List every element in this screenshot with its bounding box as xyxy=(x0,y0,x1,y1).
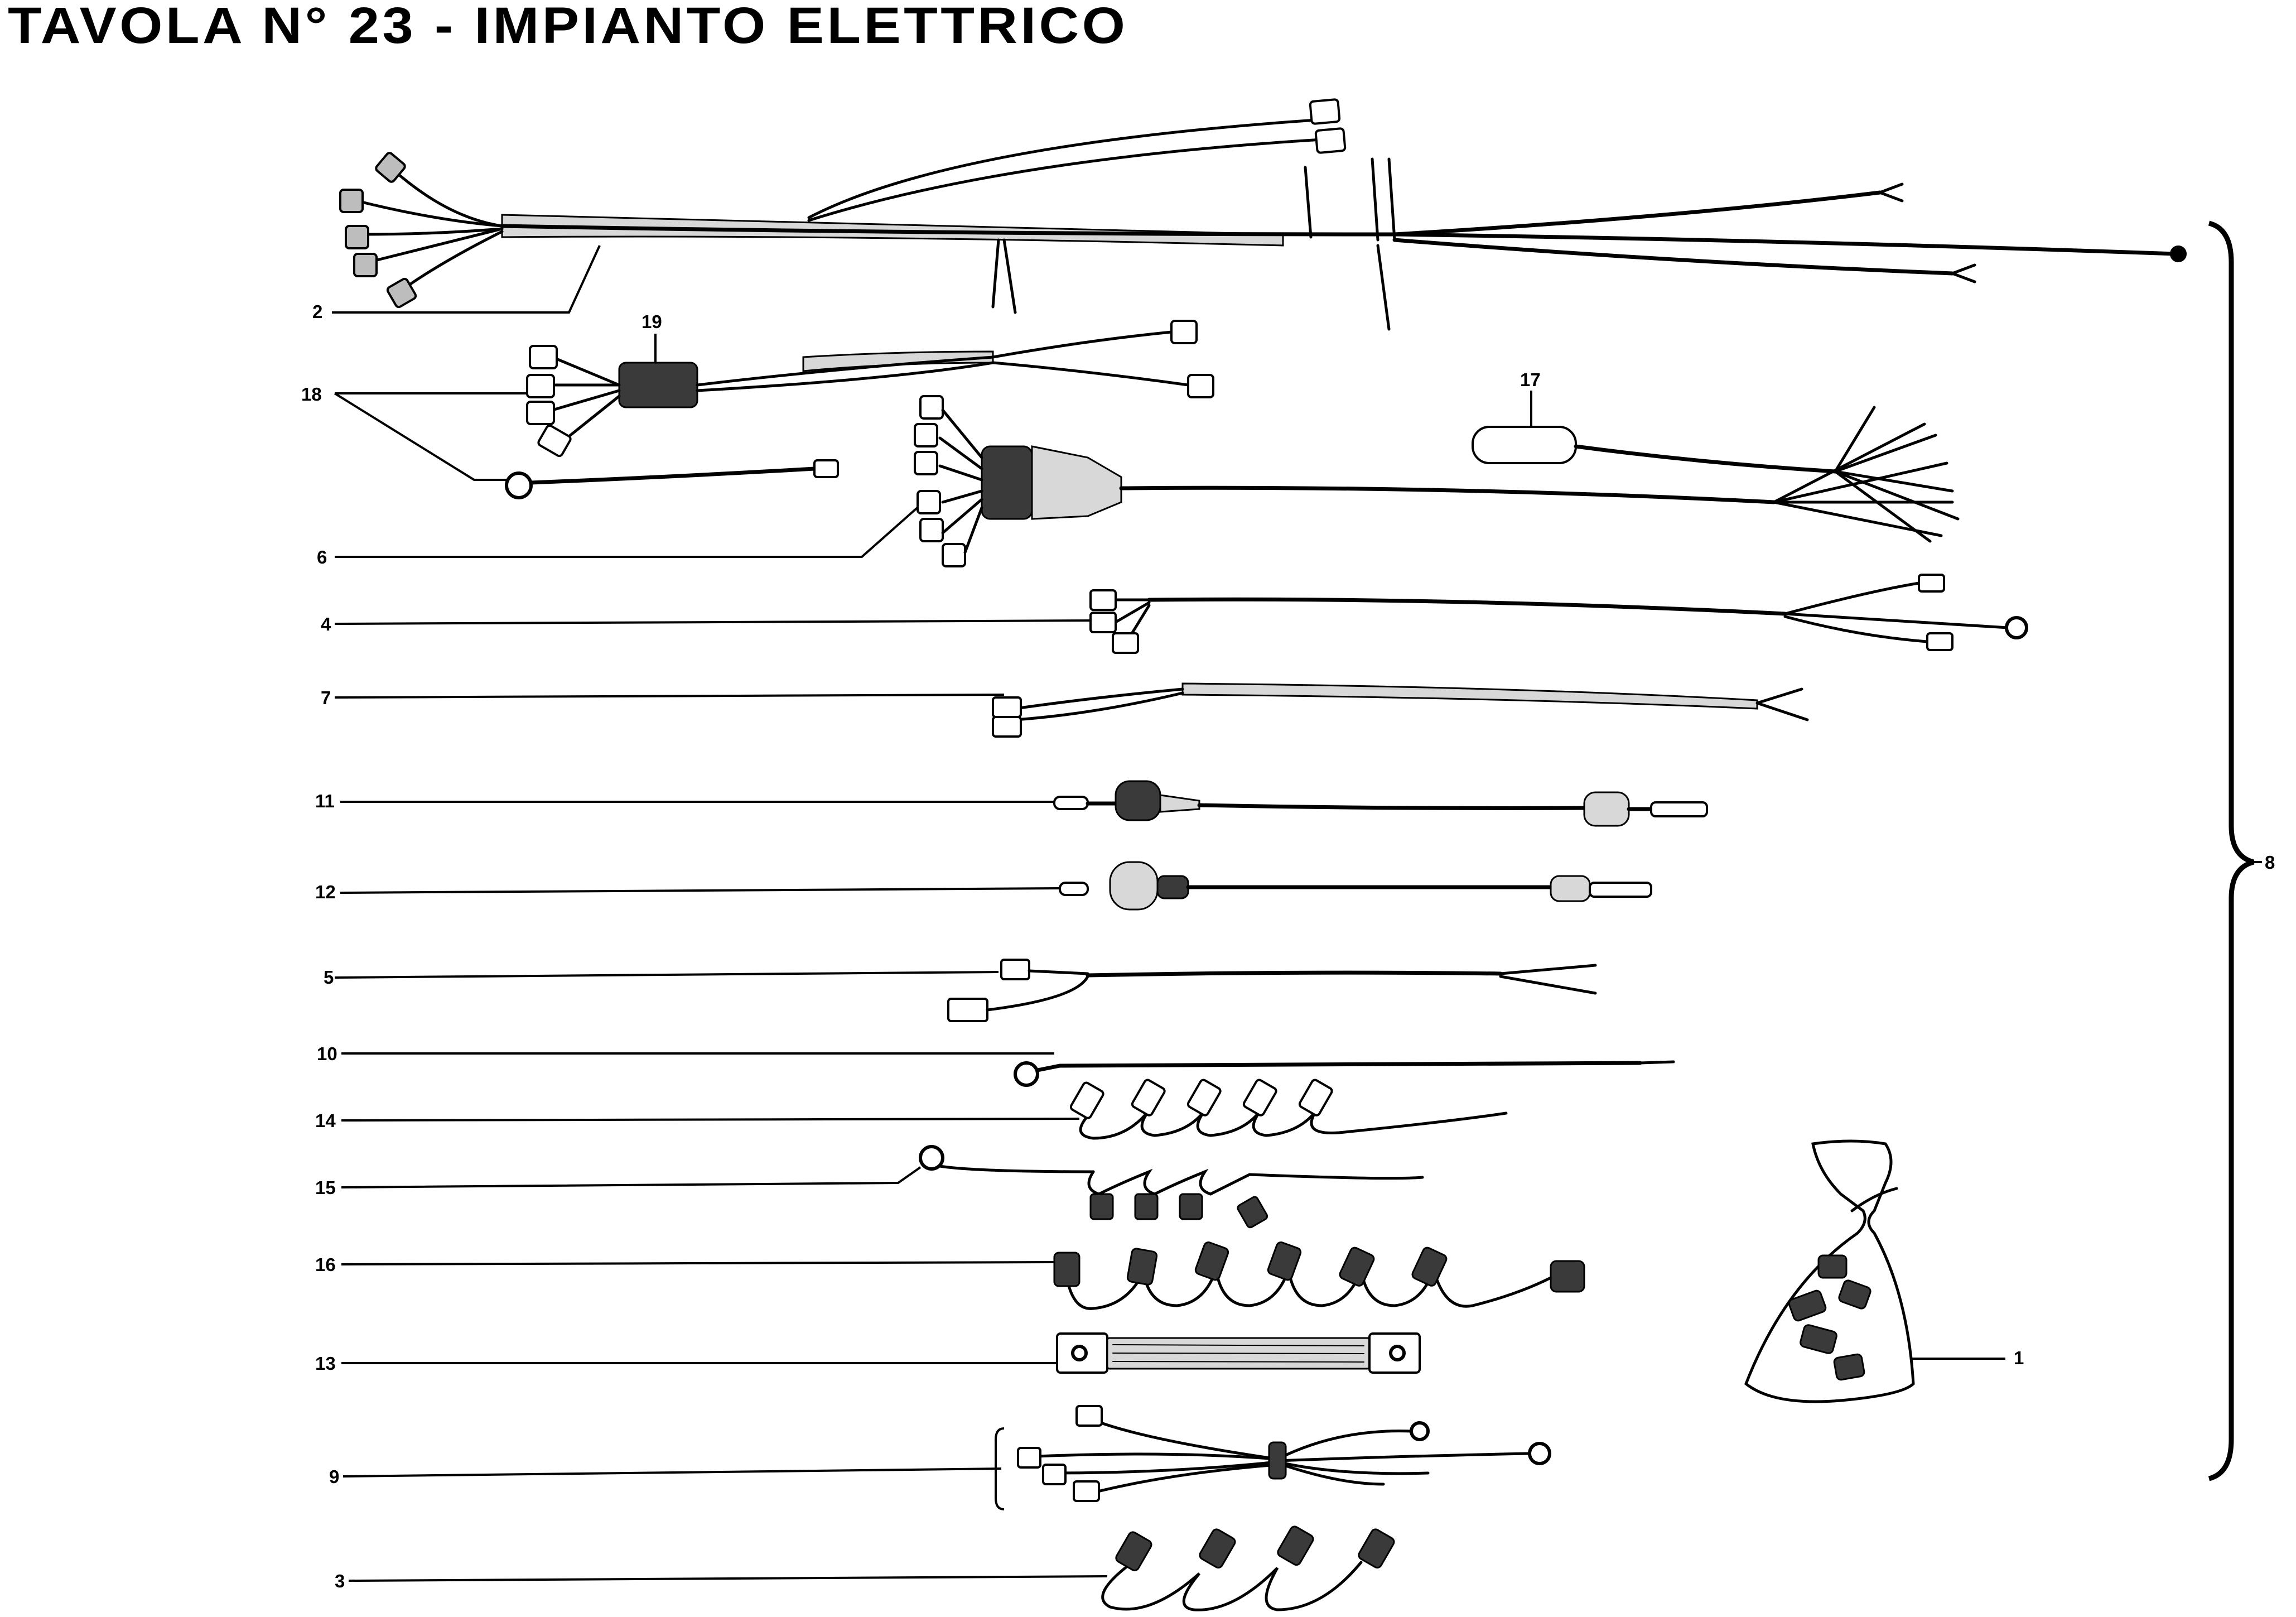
label-5: 5 xyxy=(324,967,334,988)
callout-1: 1 xyxy=(1911,1348,2024,1368)
callout-2: 2 xyxy=(312,245,601,322)
label-10: 10 xyxy=(317,1043,337,1064)
label-2: 2 xyxy=(312,301,322,322)
callout-13: 13 xyxy=(315,1353,1057,1374)
label-1: 1 xyxy=(2014,1348,2024,1368)
label-11: 11 xyxy=(315,791,335,811)
cable-18-ring xyxy=(505,459,839,499)
callout-11: 11 xyxy=(315,791,1054,811)
label-19: 19 xyxy=(641,311,662,332)
label-9: 9 xyxy=(329,1466,339,1487)
ground-strap-13 xyxy=(1056,1332,1421,1374)
harness-6 xyxy=(914,395,1954,567)
cable-12 xyxy=(1059,861,1652,911)
label-3: 3 xyxy=(335,1571,345,1591)
label-16: 16 xyxy=(315,1254,336,1275)
harness-17 xyxy=(1472,406,1960,543)
label-18: 18 xyxy=(301,384,322,405)
harness-9 xyxy=(1017,1405,1551,1502)
callout-18: 18 xyxy=(301,384,530,481)
label-6: 6 xyxy=(317,547,327,567)
callout-10: 10 xyxy=(317,1043,1054,1064)
harness-4 xyxy=(1089,574,2028,654)
label-13: 13 xyxy=(315,1353,336,1374)
callout-16: 16 xyxy=(315,1254,1055,1275)
cable-11 xyxy=(1053,780,1708,827)
harness-15 xyxy=(919,1145,1424,1229)
callout-17: 17 xyxy=(1520,369,1541,427)
label-4: 4 xyxy=(321,614,331,634)
harness-main xyxy=(339,98,2187,331)
callout-15: 15 xyxy=(315,1166,922,1198)
callout-3: 3 xyxy=(335,1571,1108,1591)
harness-3 xyxy=(1101,1525,1395,1611)
plate-title: TAVOLA N° 23 - IMPIANTO ELETTRICO xyxy=(8,0,1128,54)
callout-4: 4 xyxy=(321,614,1102,634)
label-7: 7 xyxy=(321,687,331,708)
terminal-bag-1 xyxy=(1744,1139,1915,1403)
callout-12: 12 xyxy=(315,882,1060,902)
callout-5: 5 xyxy=(324,967,999,988)
callout-7: 7 xyxy=(321,687,1005,708)
callout-6: 6 xyxy=(317,504,922,567)
cable-10 xyxy=(1014,1060,1675,1087)
label-14: 14 xyxy=(315,1110,336,1131)
label-15: 15 xyxy=(315,1177,336,1198)
callout-8: 8 xyxy=(2208,220,2275,1481)
harness-5 xyxy=(947,959,1597,1022)
harness-14 xyxy=(1069,1079,1508,1140)
harness-7 xyxy=(992,682,1809,738)
callout-14: 14 xyxy=(315,1110,1080,1131)
label-17: 17 xyxy=(1520,369,1541,390)
callout-19: 19 xyxy=(641,311,662,363)
callout-9: 9 xyxy=(329,1427,1005,1510)
label-12: 12 xyxy=(315,882,336,902)
harness-18-19 xyxy=(526,320,1214,458)
label-8: 8 xyxy=(2265,852,2275,873)
harness-16 xyxy=(1053,1241,1585,1310)
